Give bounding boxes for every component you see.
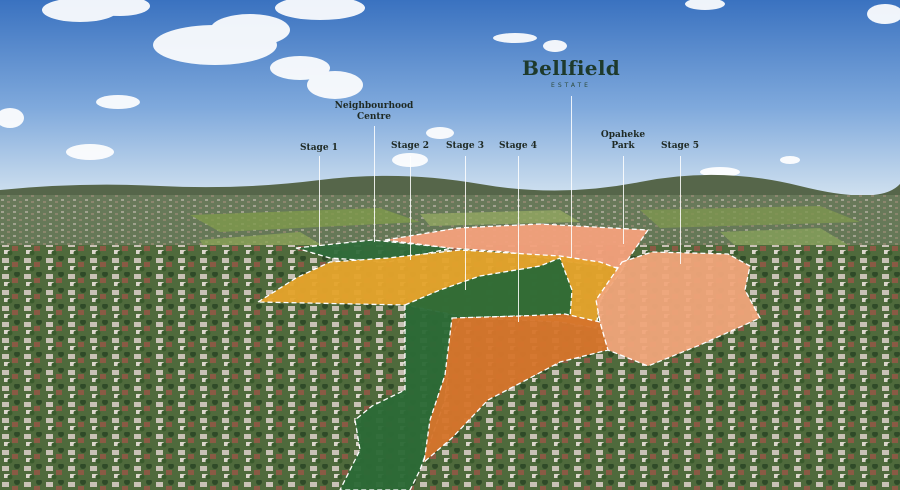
label-neighbourhood-centre: Neighbourhood Centre	[335, 101, 414, 123]
area-stage-5	[595, 251, 761, 367]
label-opaheke-park-line1: Opaheke	[600, 130, 646, 140]
brand-subtitle: ESTATE	[551, 82, 591, 89]
leader-stage-4	[518, 156, 519, 322]
leader-stage-3	[465, 156, 466, 290]
label-stage-1: Stage 1	[300, 143, 338, 153]
clouds	[0, 0, 900, 177]
leader-opaheke-park	[623, 156, 624, 244]
leader-neighbourhood-centre	[374, 126, 375, 242]
brand-name: Bellfield	[521, 56, 621, 80]
brand-logo: Bellfield ESTATE	[522, 56, 620, 89]
leader-stage-2	[410, 156, 411, 260]
leader-stage-1	[319, 156, 320, 246]
leader-brand	[571, 96, 572, 258]
label-stage-4: Stage 4	[499, 141, 537, 151]
label-neighbourhood-centre-line2: Centre	[356, 112, 392, 122]
label-stage-5: Stage 5	[661, 141, 699, 151]
development-areas	[255, 223, 761, 490]
leader-stage-5	[680, 156, 681, 264]
sky	[0, 0, 900, 195]
area-stage-4	[423, 313, 609, 464]
label-stage-3: Stage 3	[446, 141, 484, 151]
label-neighbourhood-centre-line1: Neighbourhood	[334, 101, 414, 111]
area-stage-3	[339, 257, 573, 490]
label-opaheke-park-line2: Park	[611, 141, 635, 151]
label-stage-2: Stage 2	[391, 141, 429, 151]
area-opaheke-park	[384, 223, 650, 269]
label-opaheke-park: Opaheke Park	[601, 130, 645, 152]
